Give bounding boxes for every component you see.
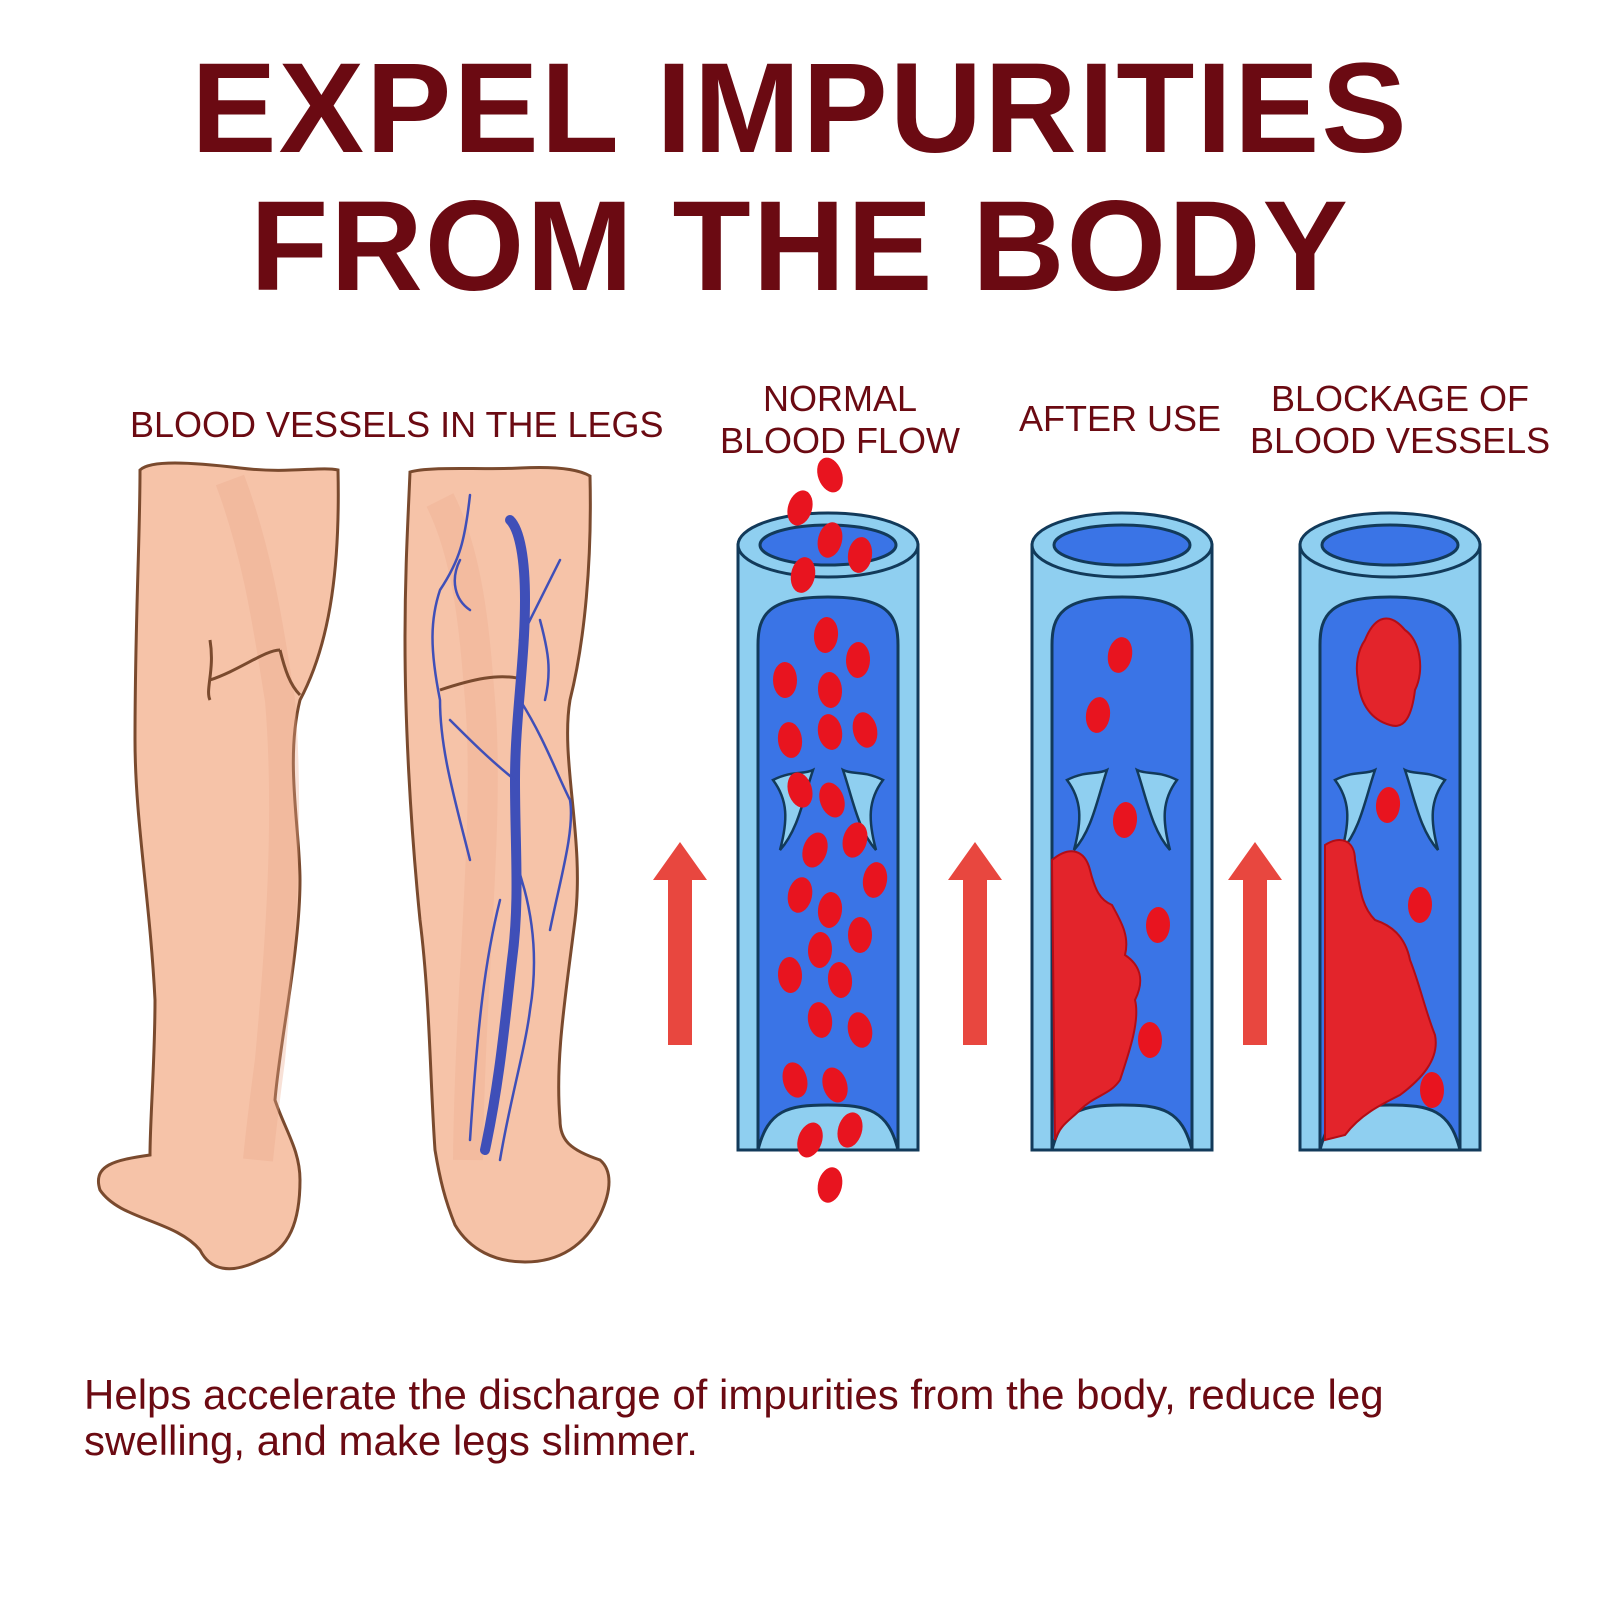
up-arrow-icon-3	[1228, 842, 1282, 1045]
valve-right	[1134, 767, 1179, 851]
vessel-opening	[1052, 523, 1192, 567]
caption-text: Helps accelerate the discharge of impuri…	[84, 1371, 1384, 1464]
right-leg	[403, 466, 611, 1264]
valve-left	[1065, 767, 1110, 851]
title-line-1: EXPEL IMPURITIES	[191, 37, 1409, 180]
vein-2	[431, 493, 472, 862]
label-blockage-line-1: BLOCKAGE OF	[1270, 378, 1530, 419]
blood-cell-icon	[1107, 637, 1133, 673]
blood-cell-icon	[848, 917, 872, 953]
label-after-use: AFTER USE	[1018, 398, 1222, 439]
vessel-1	[736, 457, 920, 1203]
blood-cell-icon	[1137, 1022, 1163, 1058]
up-arrow-icon-2	[948, 842, 1002, 1045]
vein-6	[453, 558, 550, 702]
blood-cell-icon	[787, 772, 813, 808]
blood-cell-icon	[817, 457, 843, 493]
blood-cell-icon	[1375, 787, 1401, 823]
blood-cell-icon	[1085, 697, 1111, 733]
valve-right	[1402, 767, 1447, 851]
title-line-2: FROM THE BODY	[250, 175, 1350, 318]
blood-cell-icon	[819, 782, 845, 818]
label-blockage-line-2: BLOOD VESSELS	[1250, 420, 1551, 461]
blood-cell-icon	[817, 522, 843, 558]
blood-cell-icon	[837, 1112, 863, 1148]
left-leg-shade	[215, 474, 300, 1162]
blood-cell-icon	[817, 672, 843, 708]
blood-cell-icon	[790, 557, 816, 593]
blood-cell-icon	[787, 490, 813, 526]
blood-cell-icon	[772, 662, 798, 698]
blood-cell-icon	[1419, 1072, 1445, 1108]
vein-4	[498, 858, 536, 1162]
blood-cell-icon	[797, 1122, 823, 1158]
blood-cell-icon	[807, 1002, 833, 1038]
label-normal-blood-flow: NORMAL BLOOD FLOW	[720, 378, 960, 462]
blood-cell-icon	[827, 962, 853, 998]
blood-clot-icon	[1050, 850, 1142, 1141]
blood-clot-icon	[1355, 617, 1422, 727]
left-knee-crease	[207, 639, 302, 701]
blood-cell-icon	[817, 714, 843, 750]
flow-arrows	[653, 842, 1282, 1045]
blood-cell-icon	[807, 932, 833, 968]
blood-cell-icon	[862, 862, 888, 898]
blood-cell-icon	[817, 892, 843, 928]
vein-5	[468, 898, 502, 1142]
blood-cell-icon	[802, 832, 828, 868]
blood-cell-icon	[782, 1062, 808, 1098]
vein-3	[518, 558, 573, 932]
label-normal-line-2: BLOOD FLOW	[720, 420, 961, 461]
left-leg	[97, 461, 340, 1271]
label-legs: BLOOD VESSELS IN THE LEGS	[130, 404, 664, 445]
right-leg-shade	[426, 493, 498, 1161]
blood-cell-icon	[845, 642, 871, 678]
valve-left	[1333, 767, 1378, 851]
blood-cell-icon	[817, 1167, 843, 1203]
blood-cell-icon	[822, 1067, 848, 1103]
valve-right	[840, 767, 885, 851]
vein-1	[480, 515, 531, 1155]
vessel-opening	[1320, 523, 1460, 567]
label-normal-line-1: NORMAL	[762, 378, 918, 419]
blood-cell-icon	[1112, 802, 1138, 838]
blood-cell-icon	[847, 537, 873, 573]
blood-cell-icon	[847, 1012, 873, 1048]
vessel-2	[1030, 511, 1214, 1152]
blood-cell-icon	[777, 957, 803, 993]
blood-cell-icon	[1407, 887, 1433, 923]
blood-cell-icon	[777, 722, 803, 758]
label-blockage: BLOCKAGE OF BLOOD VESSELS	[1250, 378, 1550, 462]
blood-clot-icon	[1324, 839, 1437, 1142]
vessels-group	[736, 457, 1482, 1203]
blood-cell-icon	[1145, 907, 1171, 943]
vein-7	[448, 718, 517, 782]
blood-cell-icon	[852, 712, 878, 748]
vessel-3	[1298, 511, 1482, 1152]
page-title: EXPEL IMPURITIES FROM THE BODY	[0, 40, 1600, 316]
blood-cell-icon	[787, 877, 813, 913]
blood-cell-icon	[842, 822, 868, 858]
legs-illustration	[97, 461, 611, 1271]
up-arrow-icon-1	[653, 842, 707, 1045]
blood-cell-icon	[813, 617, 839, 653]
